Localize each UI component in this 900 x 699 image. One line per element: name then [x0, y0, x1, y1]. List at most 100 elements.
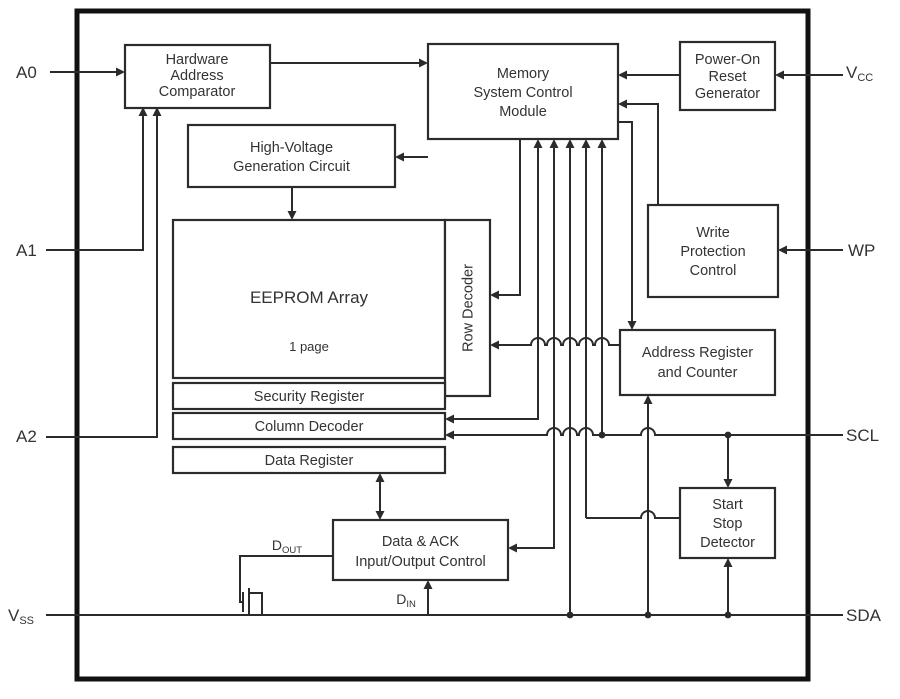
block-label: Security Register [254, 389, 365, 405]
page-width-label: 1 page [289, 339, 329, 354]
block-label: Comparator [159, 84, 236, 100]
signal-dout-label: DOUT [272, 537, 302, 556]
arrowhead [618, 99, 627, 109]
block-label: Start [712, 497, 743, 513]
arrowhead [723, 558, 733, 567]
arrowhead [152, 107, 162, 116]
block-rect [678, 40, 777, 112]
block-label: Protection [680, 244, 745, 260]
block-label: Data Register [265, 453, 354, 469]
arrowhead [138, 107, 148, 116]
arrowhead [445, 430, 454, 440]
block-label: Reset [709, 69, 747, 85]
arrowhead [490, 340, 499, 350]
wire-control-to-addressreg [618, 121, 633, 322]
block-memory-system-control-module: Memory System Control Module [426, 42, 620, 141]
arrowhead [423, 580, 433, 589]
block-label: EEPROM Array [250, 288, 369, 307]
pin-labels: A0 A1 A2 VSS VCC WP SCL SDA [8, 63, 882, 627]
block-rect [426, 42, 620, 141]
block-label: Row Decoder [461, 264, 477, 352]
wire-bus-columndecoder [454, 148, 539, 420]
block-label: Data & ACK [382, 534, 460, 550]
pin-sda-label: SDA [846, 606, 882, 625]
arrowhead [419, 58, 428, 68]
wire-bus-dataack [517, 148, 555, 549]
arrowhead [618, 70, 627, 80]
block-data-ack-io-control: Data & ACK Input/Output Control [331, 518, 510, 582]
block-label: Module [499, 104, 547, 120]
block-label: System Control [473, 85, 572, 101]
junction-dot [644, 611, 652, 619]
pin-a1-label: A1 [16, 241, 37, 260]
wire-dout [239, 555, 333, 603]
pin-vss-label: VSS [8, 606, 34, 627]
block-label: Generator [695, 86, 760, 102]
block-rect [171, 381, 447, 411]
block-label: Input/Output Control [355, 554, 486, 570]
arrowhead [775, 70, 784, 80]
block-label: Address [170, 68, 223, 84]
block-label: Address Register [642, 345, 753, 361]
wire-control-to-rowdecoder [499, 139, 521, 296]
arrowhead [565, 139, 575, 148]
block-rect [171, 445, 447, 475]
wire-addressreg-to-rowdecoder [499, 337, 620, 346]
block-rect [123, 43, 272, 110]
block-security-register: Security Register [171, 381, 447, 411]
block-label: High-Voltage [250, 140, 333, 156]
block-rect [618, 328, 777, 397]
pin-wp-label: WP [848, 241, 875, 260]
arrowhead [375, 511, 385, 520]
block-row-decoder: Row Decoder [443, 218, 492, 398]
junction-dot [724, 611, 732, 619]
block-data-register: Data Register [171, 445, 447, 475]
block-column-decoder: Column Decoder [171, 411, 447, 441]
block-label: and Counter [658, 365, 738, 381]
block-label: Column Decoder [255, 419, 364, 435]
arrowhead [375, 473, 385, 482]
junctions [566, 431, 732, 619]
block-label: Power-On [695, 52, 760, 68]
signal-din-label: DIN [396, 591, 416, 610]
wire-a1-input [46, 116, 144, 251]
arrowhead [778, 245, 787, 255]
block-rect [331, 518, 510, 582]
block-rect [171, 218, 447, 380]
block-high-voltage-generation: High-Voltage Generation Circuit [186, 123, 397, 189]
block-rect [646, 203, 780, 299]
wire-scl-line [454, 427, 843, 436]
block-label: Detector [700, 535, 755, 551]
block-address-register-counter: Address Register and Counter [618, 328, 777, 397]
pin-scl-label: SCL [846, 426, 879, 445]
junction-dot [724, 431, 732, 439]
signal-labels: DOUT DIN [272, 537, 416, 610]
arrowhead [116, 67, 125, 77]
wire-a2-input [46, 116, 158, 438]
block-label: Memory [497, 66, 550, 82]
arrowhead [490, 290, 499, 300]
block-label: Hardware [166, 52, 229, 68]
arrowhead [581, 139, 591, 148]
junction-dot [598, 431, 606, 439]
arrowhead [533, 139, 543, 148]
block-label: Control [690, 263, 737, 279]
arrowhead [597, 139, 607, 148]
block-label: Stop [713, 516, 743, 532]
junction-dot [566, 611, 574, 619]
pin-a2-label: A2 [16, 427, 37, 446]
wire-startstop-output [586, 510, 680, 519]
block-rect [678, 486, 777, 560]
arrowhead [643, 395, 653, 404]
block-rect [171, 411, 447, 441]
wire-writeprot-to-control [627, 103, 659, 205]
block-write-protection-control: Write Protection Control [646, 203, 780, 299]
arrowhead [508, 543, 517, 553]
arrowhead [549, 139, 559, 148]
block-power-on-reset-generator: Power-On Reset Generator [678, 40, 777, 112]
arrowhead [287, 211, 297, 220]
block-rect [186, 123, 397, 189]
block-start-stop-detector: Start Stop Detector [678, 486, 777, 560]
